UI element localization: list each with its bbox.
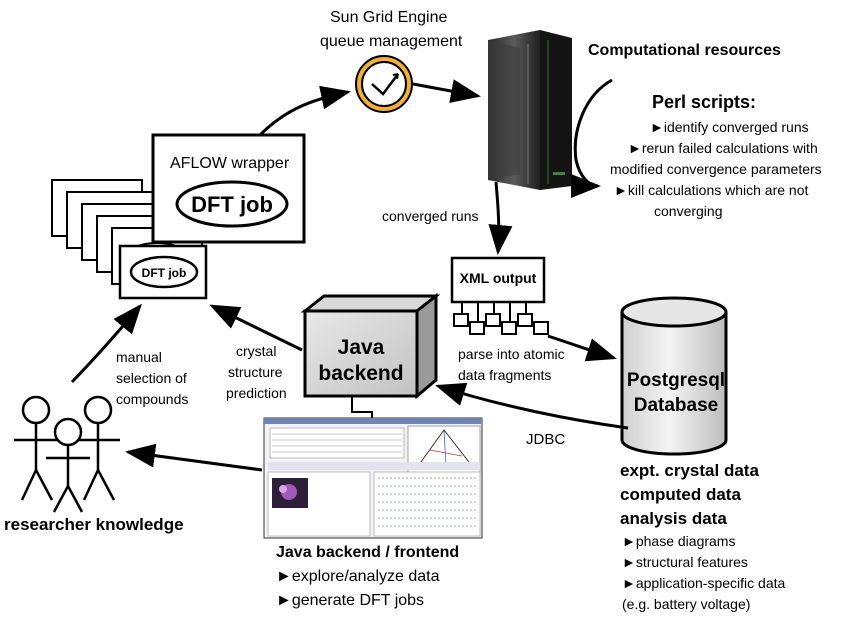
xml-fragments-icon (453, 302, 549, 335)
java-to-frontend-connector (351, 396, 373, 418)
db-sub-3: ►application-specific data (622, 575, 785, 591)
perl-item-5: converging (654, 203, 723, 219)
arrow-frontend-to-researcher (125, 443, 263, 472)
db-line2: Database (634, 395, 719, 416)
sge-label-line2: queue management (320, 33, 463, 50)
db-sub-1: ►phase diagrams (622, 533, 735, 549)
aflow-label: AFLOW wrapper (170, 155, 290, 172)
perl-item-2: ►rerun failed calculations with (628, 140, 818, 156)
java-backend-line2: backend (318, 362, 403, 385)
dft-job-label: DFT job (191, 192, 273, 217)
arrow-java-to-aflow (209, 304, 303, 352)
perl-item-3: modified convergence parameters (610, 161, 822, 177)
parse-line2: data fragments (458, 367, 551, 383)
manual-line3: compounds (116, 391, 188, 407)
perl-item-4: ►kill calculations which are not (614, 182, 808, 198)
arrow-db-to-java (435, 382, 629, 430)
arrow-sge-to-compute (412, 79, 481, 103)
dft-job-ellipse (175, 180, 289, 228)
converged-runs-label: converged runs (382, 208, 479, 224)
jdbc-label: JDBC (526, 431, 565, 448)
sge-label-line1: Sun Grid Engine (330, 9, 448, 26)
perl-item-1: ►identify converged runs (650, 119, 809, 135)
crystal-line1: crystal (236, 343, 276, 359)
arrow-compute-to-xml (488, 181, 513, 255)
db-line1: Postgresql (627, 370, 725, 391)
manual-line1: manual (116, 349, 162, 365)
frontend-item-2: ►generate DFT jobs (276, 592, 424, 609)
manual-line2: selection of (116, 370, 187, 386)
job-stack (51, 179, 208, 300)
crystal-line2: structure (228, 364, 283, 380)
arrow-aflow-to-sge (258, 85, 351, 137)
perl-title: Perl scripts: (652, 92, 756, 112)
frontend-title: Java backend / frontend (276, 544, 459, 561)
db-content-3: analysis data (620, 509, 727, 528)
frontend-screenshot-thumbnail (263, 417, 483, 539)
parse-line1: parse into atomic (458, 346, 565, 362)
small-dft-job-label: DFT job (142, 266, 187, 280)
db-sub-2: ►structural features (622, 554, 748, 570)
xml-output-label: XML output (460, 270, 537, 286)
xml-output-box (450, 256, 546, 304)
compute-label: Computational resources (588, 42, 781, 59)
frontend-item-1: ►explore/analyze data (276, 568, 440, 585)
arrow-xml-to-db (547, 334, 617, 362)
db-content-1: expt. crystal data (620, 461, 759, 480)
server-rack-icon (488, 30, 572, 190)
crystal-line3: prediction (226, 385, 287, 401)
arrow-researcher-to-jobs (70, 303, 142, 384)
researcher-label: researcher knowledge (4, 515, 184, 534)
java-backend-box (300, 292, 441, 400)
sge-clock-icon (355, 55, 413, 113)
researcher-figures-icon (14, 395, 120, 513)
db-content-2: computed data (620, 485, 741, 504)
db-sub-4: (e.g. battery voltage) (622, 596, 750, 612)
perl-loop-arrow (570, 78, 613, 198)
postgres-database-icon (620, 296, 728, 456)
java-backend-line1: Java (338, 336, 385, 359)
